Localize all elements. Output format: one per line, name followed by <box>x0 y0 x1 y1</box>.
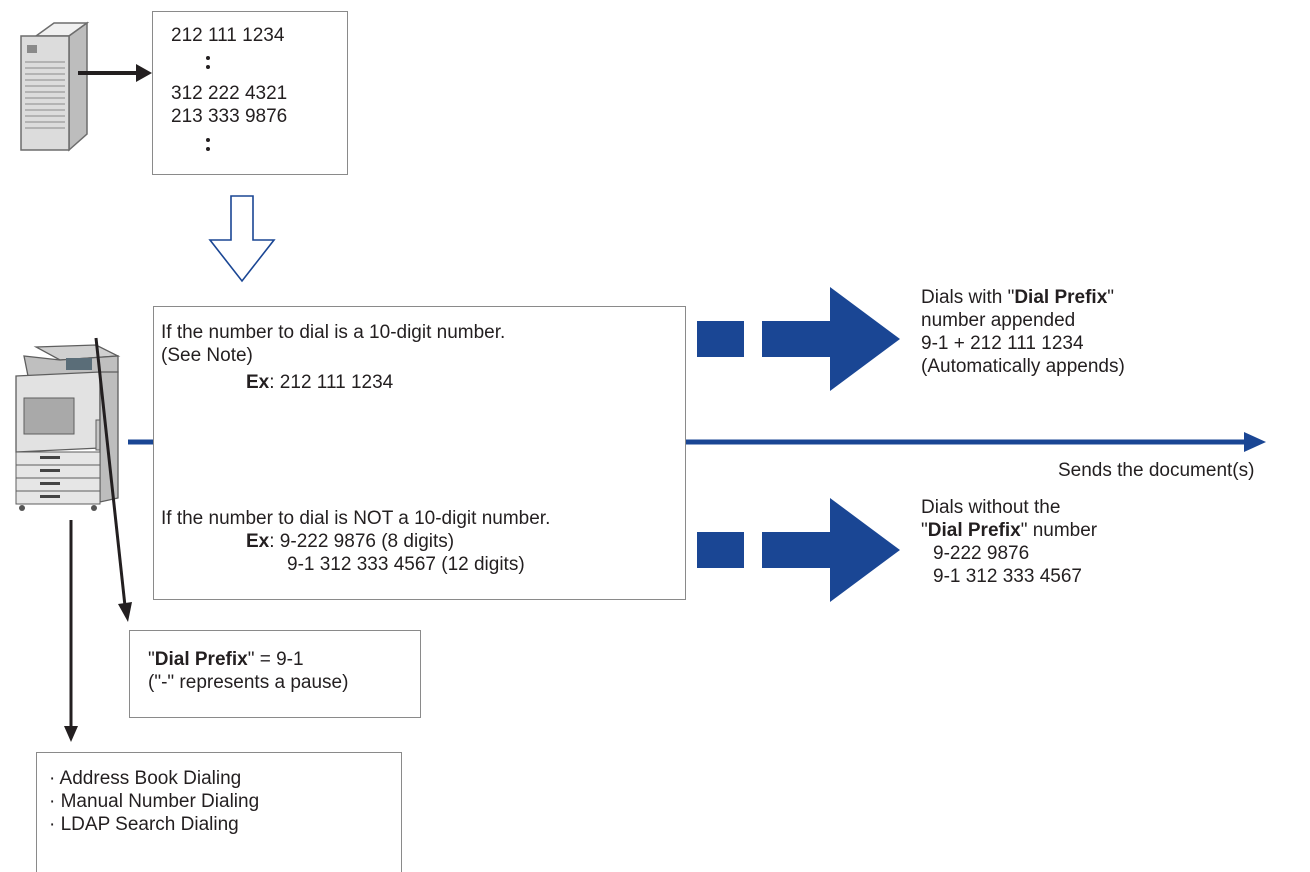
send-label: Sends the document(s) <box>1058 460 1255 481</box>
ten-digit-example: Ex: 212 111 1234 <box>246 371 393 394</box>
with-prefix-line-1: Dials with "Dial Prefix" <box>921 286 1114 309</box>
see-note-text: (See Note) <box>161 345 253 366</box>
directory-number-3: 213 333 9876 <box>171 106 288 127</box>
with-prefix-line-2: number appended <box>921 310 1076 331</box>
with-prefix-line-4: (Automatically appends) <box>921 356 1125 377</box>
server-icon <box>20 21 90 152</box>
dial-prefix-term: Dial Prefix <box>1014 287 1108 308</box>
server-to-directory-arrow <box>78 64 152 82</box>
condition-ten-digit-text: If the number to dial is a 10-digit numb… <box>161 322 506 343</box>
prefix-setting-text: " = 9-1 <box>247 649 304 670</box>
without-prefix-text: " <box>921 520 928 541</box>
example-label: Ex <box>246 372 270 393</box>
not-ten-digit-example-2: 9-1 312 333 4567 (12 digits) <box>287 554 525 575</box>
directory-number-2: 312 222 4321 <box>171 83 288 104</box>
ellipsis-dot <box>206 147 210 151</box>
ellipsis-dot <box>206 138 210 142</box>
directory-number-1: 212 111 1234 <box>171 25 285 46</box>
prefix-setting-line-1: "Dial Prefix" = 9-1 <box>148 648 304 671</box>
dialing-methods-box <box>36 752 402 872</box>
prefix-setting-line-2: ("-" represents a pause) <box>148 672 349 693</box>
prefix-arrow-shaft <box>94 337 127 607</box>
without-prefix-text: " number <box>1020 520 1098 541</box>
without-prefix-line-1: Dials without the <box>921 497 1061 518</box>
example-label: Ex <box>246 531 270 552</box>
with-prefix-text: Dials with " <box>921 287 1015 308</box>
dial-prefix-term: Dial Prefix <box>154 649 248 670</box>
condition-not-ten-digit-text: If the number to dial is NOT a 10-digit … <box>161 508 551 529</box>
without-prefix-line-3: 9-222 9876 <box>933 543 1030 564</box>
with-prefix-line-3: 9-1 + 212 111 1234 <box>921 333 1084 354</box>
dialing-method-ldap: · LDAP Search Dialing <box>49 814 239 835</box>
ellipsis-dot <box>206 65 210 69</box>
prefix-arrowhead <box>118 602 132 622</box>
dial-prefix-term: Dial Prefix <box>927 520 1021 541</box>
prefix-setting-text: " <box>148 649 155 670</box>
directory-list-box <box>152 11 348 175</box>
example-value: : 9-222 9876 (8 digits) <box>269 531 455 552</box>
example-value: : 212 111 1234 <box>269 372 394 393</box>
with-prefix-text: " <box>1107 287 1115 308</box>
dial-condition-box <box>153 306 686 600</box>
prefix-setting-box <box>129 630 421 718</box>
without-prefix-line-4: 9-1 312 333 4567 <box>933 566 1082 587</box>
dialing-method-manual: · Manual Number Dialing <box>49 791 260 812</box>
without-prefix-line-2: "Dial Prefix" number <box>921 519 1097 542</box>
not-ten-digit-example: Ex: 9-222 9876 (8 digits) <box>246 530 454 553</box>
arrow-to-dialing-methods <box>64 520 78 742</box>
dialing-method-address-book: · Address Book Dialing <box>49 768 242 789</box>
hollow-down-arrow-icon <box>208 195 276 283</box>
ellipsis-dot <box>206 56 210 60</box>
